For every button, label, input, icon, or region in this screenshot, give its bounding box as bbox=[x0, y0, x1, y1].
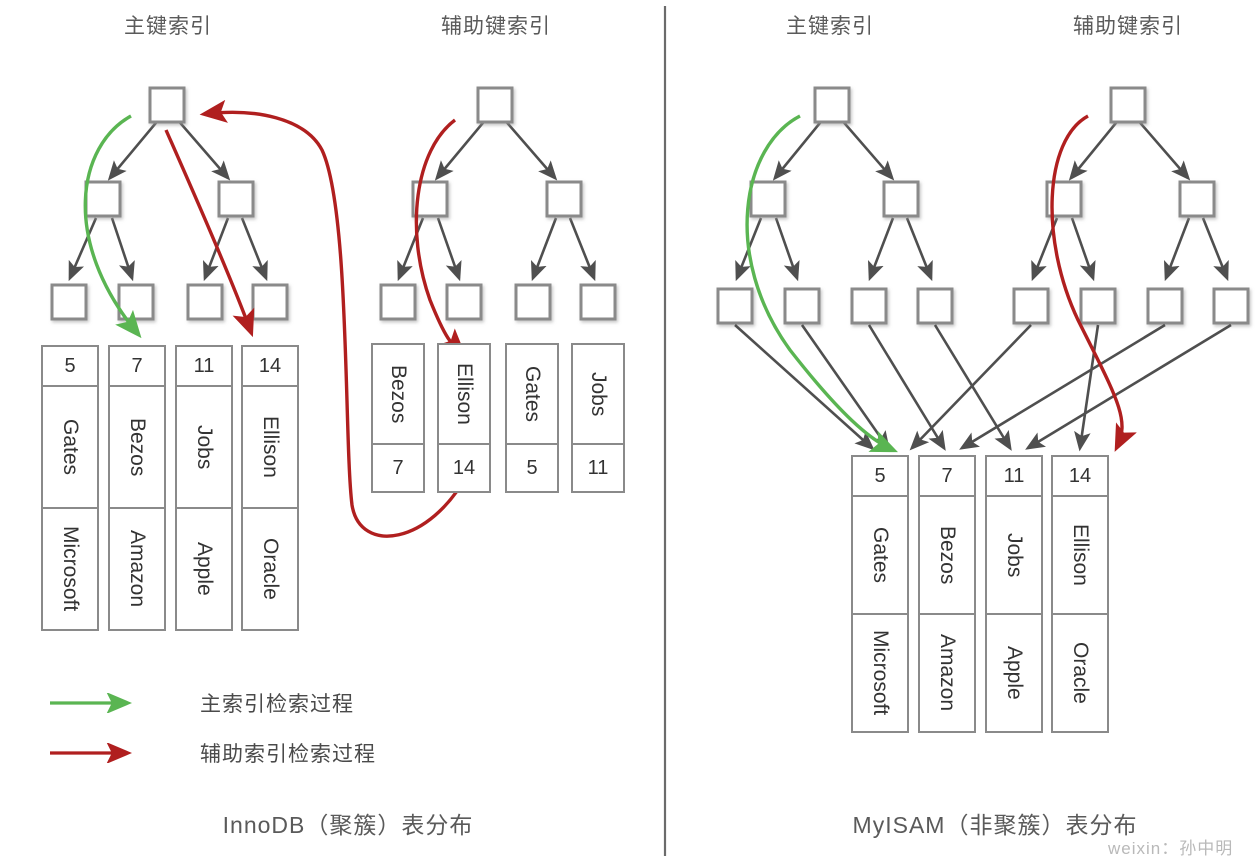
innodb-secondary-record-1: Ellison 14 bbox=[437, 343, 491, 493]
record-id: 5 bbox=[43, 347, 97, 385]
record-company: Oracle bbox=[243, 507, 297, 629]
record-name: Jobs bbox=[177, 385, 231, 507]
secondary-record-id: 14 bbox=[439, 443, 489, 491]
title-innodb-secondary-index: 辅助键索引 bbox=[441, 15, 551, 38]
record-id: 14 bbox=[1053, 457, 1107, 495]
record-company: Amazon bbox=[110, 507, 164, 629]
innodb-primary-tree-nodes bbox=[50, 86, 289, 321]
watermark: weixin：孙中明 bbox=[1108, 839, 1234, 858]
record-id: 14 bbox=[243, 347, 297, 385]
innodb-secondary-record-2: Gates 5 bbox=[505, 343, 559, 493]
myisam-data-record-1: 7 Bezos Amazon bbox=[918, 455, 976, 733]
record-company: Amazon bbox=[920, 613, 974, 731]
title-myisam-primary-index: 主键索引 bbox=[786, 15, 874, 38]
title-myisam-secondary-index: 辅助键索引 bbox=[1073, 15, 1183, 38]
record-name: Ellison bbox=[1053, 495, 1107, 613]
legend-green-arrow-icon bbox=[50, 693, 132, 713]
innodb-secondary-record-0: Bezos 7 bbox=[371, 343, 425, 493]
innodb-secondary-lookup-flow-descend bbox=[164, 129, 255, 338]
record-company: Microsoft bbox=[853, 613, 907, 731]
secondary-record-name: Gates bbox=[507, 345, 557, 443]
record-id: 7 bbox=[110, 347, 164, 385]
legend-item-secondary: 辅助索引检索过程 bbox=[48, 738, 376, 768]
myisam-data-pointer-arrows bbox=[734, 323, 1232, 452]
innodb-secondary-lookup-flow-return bbox=[199, 99, 470, 538]
innodb-record-3: 14 Ellison Oracle bbox=[241, 345, 299, 631]
innodb-secondary-record-3: Jobs 11 bbox=[571, 343, 625, 493]
myisam-primary-tree-edges bbox=[735, 117, 933, 282]
innodb-record-1: 7 Bezos Amazon bbox=[108, 345, 166, 631]
record-id: 5 bbox=[853, 457, 907, 495]
secondary-record-name: Bezos bbox=[373, 345, 423, 443]
secondary-record-id: 5 bbox=[507, 443, 557, 491]
record-id: 11 bbox=[177, 347, 231, 385]
myisam-secondary-tree-nodes bbox=[1012, 86, 1250, 325]
legend-red-arrow-icon bbox=[50, 743, 132, 763]
legend-item-primary: 主索引检索过程 bbox=[48, 688, 354, 718]
innodb-record-0: 5 Gates Microsoft bbox=[41, 345, 99, 631]
legend-label-secondary: 辅助索引检索过程 bbox=[200, 743, 376, 766]
secondary-record-name: Ellison bbox=[439, 345, 489, 443]
myisam-primary-tree-nodes bbox=[716, 86, 954, 325]
myisam-primary-lookup-flow bbox=[745, 114, 898, 453]
record-name: Ellison bbox=[243, 385, 297, 507]
record-id: 11 bbox=[987, 457, 1041, 495]
record-company: Apple bbox=[177, 507, 231, 629]
record-name: Bezos bbox=[920, 495, 974, 613]
record-company: Oracle bbox=[1053, 613, 1107, 731]
myisam-data-record-3: 14 Ellison Oracle bbox=[1051, 455, 1109, 733]
caption-myisam: MyISAM（非聚簇）表分布 bbox=[852, 812, 1138, 838]
title-innodb-primary-index: 主键索引 bbox=[124, 15, 212, 38]
myisam-data-record-0: 5 Gates Microsoft bbox=[851, 455, 909, 733]
secondary-record-id: 7 bbox=[373, 443, 423, 491]
innodb-record-2: 11 Jobs Apple bbox=[175, 345, 233, 631]
record-id: 7 bbox=[920, 457, 974, 495]
record-company: Apple bbox=[987, 613, 1041, 731]
record-name: Bezos bbox=[110, 385, 164, 507]
secondary-record-name: Jobs bbox=[573, 345, 623, 443]
innodb-secondary-tree-nodes bbox=[379, 86, 617, 321]
innodb-secondary-tree-edges bbox=[397, 117, 596, 282]
myisam-data-record-2: 11 Jobs Apple bbox=[985, 455, 1043, 733]
innodb-primary-lookup-flow bbox=[83, 114, 142, 339]
caption-innodb: InnoDB（聚簇）表分布 bbox=[222, 812, 474, 838]
record-name: Gates bbox=[43, 385, 97, 507]
legend-label-primary: 主索引检索过程 bbox=[200, 693, 354, 716]
myisam-secondary-lookup-flow bbox=[1050, 114, 1137, 452]
record-company: Microsoft bbox=[43, 507, 97, 629]
record-name: Jobs bbox=[987, 495, 1041, 613]
secondary-record-id: 11 bbox=[573, 443, 623, 491]
record-name: Gates bbox=[853, 495, 907, 613]
myisam-secondary-tree-edges bbox=[1031, 117, 1229, 282]
